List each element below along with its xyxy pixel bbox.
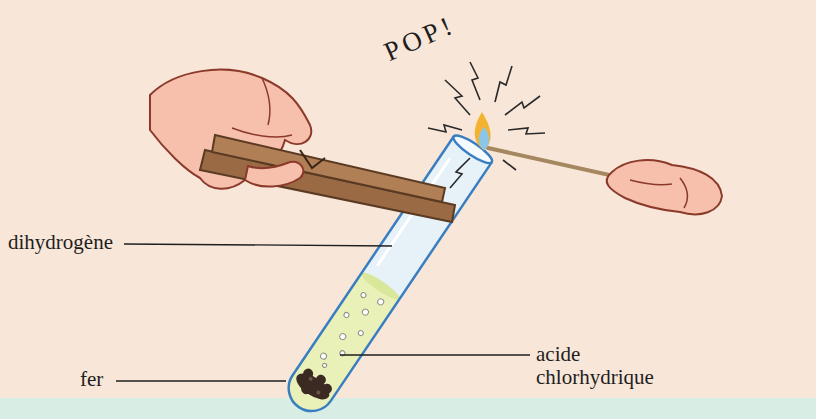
part-label: acide chlorhydrique <box>536 343 696 389</box>
leader-lines <box>116 244 530 381</box>
right-hand <box>607 160 722 214</box>
part-label: dihydrogène <box>8 231 113 254</box>
flame-core <box>479 127 490 150</box>
tube-holder <box>200 135 455 222</box>
bottom-band <box>0 398 816 419</box>
flame <box>475 112 491 150</box>
part-label: fer <box>80 368 103 391</box>
spark-rays <box>428 62 545 188</box>
left-hand-fingers <box>232 128 303 187</box>
